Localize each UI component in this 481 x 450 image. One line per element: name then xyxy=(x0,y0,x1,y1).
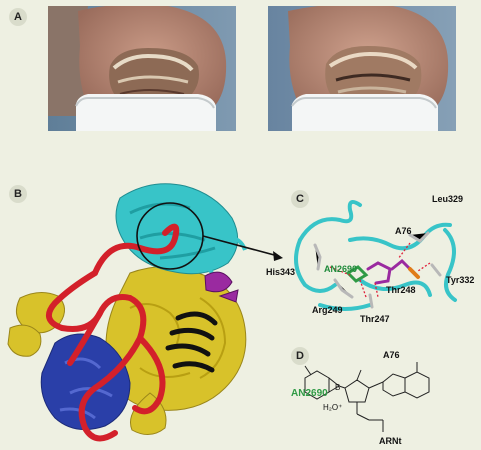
label-an2690: AN2690 xyxy=(324,264,357,274)
zoom-arrow xyxy=(202,235,279,257)
label-his343: His343 xyxy=(266,267,295,277)
yellow-domain xyxy=(7,266,247,435)
label-leu329: Leu329 xyxy=(432,194,463,204)
label-a76: A76 xyxy=(395,226,412,236)
label-thr248: Thr248 xyxy=(386,285,416,295)
panel-label-a: A xyxy=(9,8,27,26)
purple-ligand xyxy=(204,271,239,303)
black-helices xyxy=(165,311,218,373)
label-tyr332: Tyr332 xyxy=(446,275,474,285)
chemical-structure: A76 AN2690 B H₂O⁺ ARNt xyxy=(291,340,481,450)
d-label-a76: A76 xyxy=(383,350,400,360)
nail-photo-before xyxy=(48,6,236,131)
d-label-an2690: AN2690 xyxy=(291,388,328,399)
d-label-arnt: ARNt xyxy=(379,436,402,446)
panel-label-c: C xyxy=(291,190,309,208)
protein-structure xyxy=(0,178,290,450)
label-arg249: Arg249 xyxy=(312,305,343,315)
red-loop xyxy=(45,223,180,442)
d-label-b: B xyxy=(335,383,340,392)
panel-label-d: D xyxy=(291,347,309,365)
label-thr247: Thr247 xyxy=(360,314,390,324)
nail-photo-after xyxy=(268,6,456,131)
binding-site-view: Leu329 A76 His343 AN2690 Thr248 Tyr332 A… xyxy=(260,185,481,335)
d-label-h2o: H₂O⁺ xyxy=(323,403,342,412)
panel-label-b: B xyxy=(9,185,27,203)
